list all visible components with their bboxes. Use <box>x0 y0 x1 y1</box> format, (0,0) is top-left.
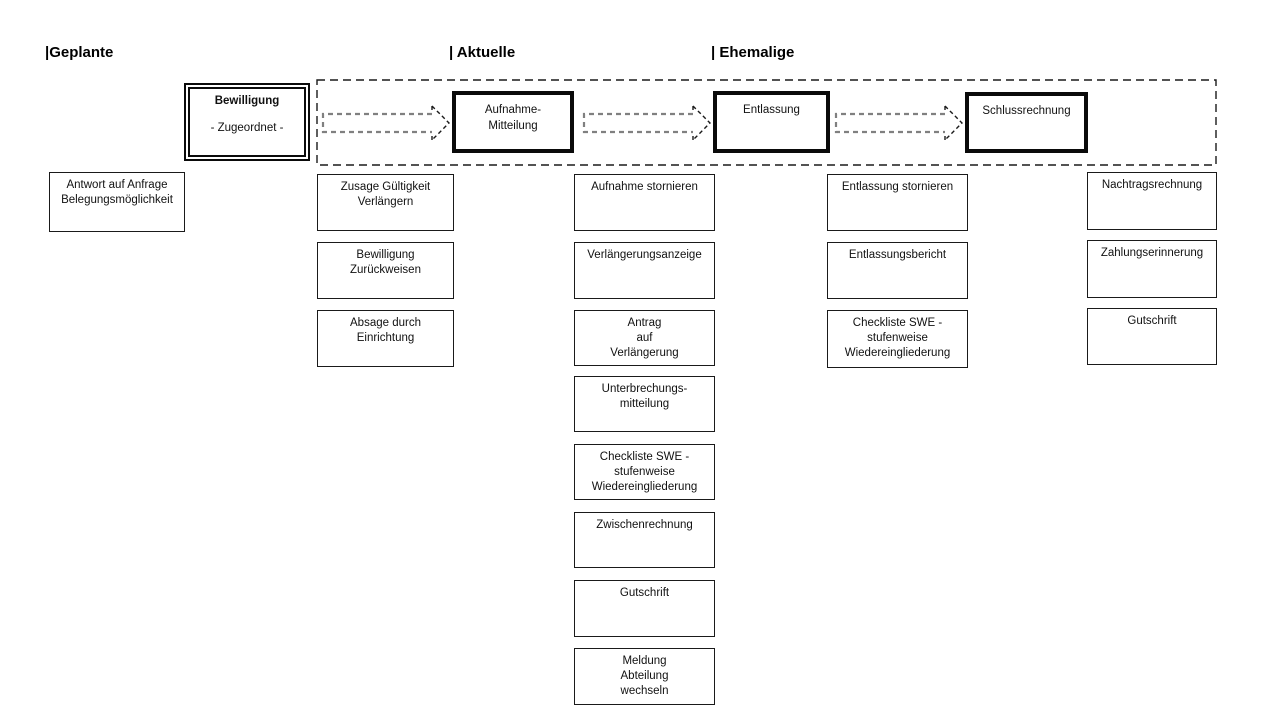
action-absage-durch-einrichtung: Absage durch Einrichtung <box>317 310 454 367</box>
action-gutschrift-aufnahme: Gutschrift <box>574 580 715 637</box>
action-entlassung-stornieren: Entlassung stornieren <box>827 174 968 231</box>
action-meldung-abteilung-wechseln: Meldung Abteilung wechseln <box>574 648 715 705</box>
header-ehemalige: | Ehemalige <box>711 44 795 61</box>
stage-bewilligung-inner: Bewilligung - Zugeordnet - <box>188 87 306 157</box>
header-aktuelle: | Aktuelle <box>449 44 516 61</box>
action-zusage-gueltigkeit-verlaengern: Zusage Gültigkeit Verlängern <box>317 174 454 231</box>
header-geplante: |Geplante <box>45 44 114 61</box>
flow-arrow-2 <box>582 105 711 141</box>
flow-arrow-3 <box>834 105 963 141</box>
action-zwischenrechnung: Zwischenrechnung <box>574 512 715 568</box>
action-antwort-auf-anfrage: Antwort auf Anfrage Belegungsmöglichkeit <box>49 172 185 232</box>
action-nachtragsrechnung: Nachtragsrechnung <box>1087 172 1217 230</box>
action-checkliste-swe-aufnahme: Checkliste SWE - stufenweise Wiedereingl… <box>574 444 715 500</box>
action-aufnahme-stornieren: Aufnahme stornieren <box>574 174 715 231</box>
action-verlaengerungsanzeige: Verlängerungsanzeige <box>574 242 715 299</box>
flow-arrow-1 <box>321 105 450 141</box>
action-gutschrift-schlussrechnung: Gutschrift <box>1087 308 1217 365</box>
action-unterbrechungsmitteilung: Unterbrechungs- mitteilung <box>574 376 715 432</box>
action-checkliste-swe-entlassung: Checkliste SWE - stufenweise Wiedereingl… <box>827 310 968 368</box>
active-phase-dashed-container <box>316 79 1217 166</box>
stage-bewilligung-title: Bewilligung <box>214 95 280 107</box>
action-zahlungserinnerung: Zahlungserinnerung <box>1087 240 1217 298</box>
stage-bewilligung: Bewilligung - Zugeordnet - <box>184 83 310 161</box>
action-bewilligung-zurueckweisen: Bewilligung Zurückweisen <box>317 242 454 299</box>
action-entlassungsbericht: Entlassungsbericht <box>827 242 968 299</box>
stage-entlassung: Entlassung <box>713 91 830 153</box>
stage-aufnahme-mitteilung: Aufnahme- Mitteilung <box>452 91 574 153</box>
action-antrag-auf-verlaengerung: Antrag auf Verlängerung <box>574 310 715 366</box>
stage-schlussrechnung: Schlussrechnung <box>965 92 1088 153</box>
stage-bewilligung-subtitle: - Zugeordnet - <box>210 122 284 134</box>
